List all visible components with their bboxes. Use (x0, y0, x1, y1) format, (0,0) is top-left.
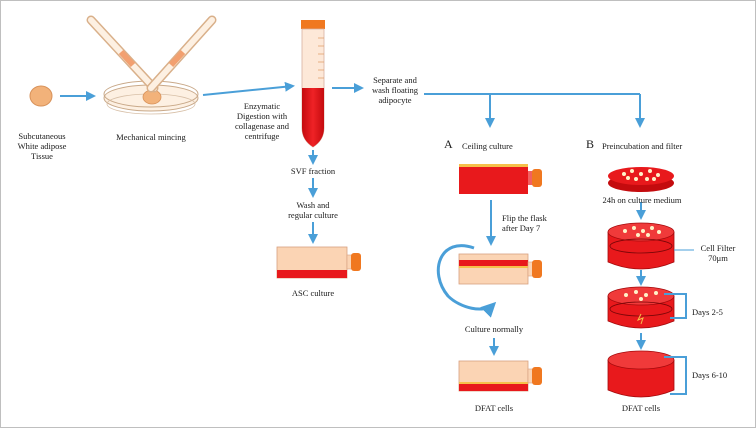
culture-normally-label: Culture normally (464, 324, 524, 334)
wash-label-line-2: regular culture (288, 210, 338, 220)
dfat-flask-icon (458, 360, 542, 392)
full-culture-well-icon (607, 350, 675, 398)
panel-a-letter: A (444, 137, 453, 151)
digestion-label-line-1: Enzymatic (243, 101, 281, 111)
filter-label-line-1: Cell Filter (700, 243, 736, 253)
digestion-label-line-4: centrifuge (244, 131, 280, 141)
digestion-label-line-3: collagenase and (234, 121, 290, 131)
tissue-label: Subcutaneous White adipose Tissue (5, 131, 79, 161)
culture-well-icon (607, 286, 675, 329)
days-2-5-label: Days 2-5 (692, 307, 723, 317)
mincing-label: Mechanical mincing (116, 132, 186, 142)
separate-label-line-2: wash floating (371, 85, 419, 95)
preincubation-label: Preincubation and filter (602, 141, 683, 151)
wash-label-line-1: Wash and (296, 200, 330, 210)
digestion-label: Enzymatic Digestion with collagenase and… (230, 101, 294, 141)
bracket-days-2-5 (664, 293, 687, 319)
flip-label-line-2: after Day 7 (502, 223, 541, 233)
asc-culture-flask-icon (276, 246, 361, 279)
separate-label: Separate and wash floating adipocyte (360, 75, 430, 105)
digestion-label-line-2: Digestion with (236, 111, 288, 121)
flipped-flask-icon (458, 253, 542, 285)
centrifuge-tube-icon (301, 20, 325, 148)
medium-label: 24h on culture medium (602, 195, 682, 205)
flip-label-line-1: Flip the flask (502, 213, 547, 223)
wash-label: Wash and regular culture (272, 200, 354, 220)
tissue-label-line-3: Tissue (31, 151, 53, 161)
scissors-icon (86, 15, 217, 93)
dfat-b-label: DFAT cells (621, 403, 661, 413)
filter-label-line-2: 70μm (708, 253, 728, 263)
svf-label: SVF fraction (290, 166, 336, 176)
dfat-a-label: DFAT cells (474, 403, 514, 413)
flip-label: Flip the flask after Day 7 (502, 213, 547, 233)
asc-label: ASC culture (291, 288, 335, 298)
arrow-mincing-to-digestion (202, 81, 295, 96)
culture-dish-icon (608, 167, 674, 192)
adipose-tissue-icon (29, 85, 53, 107)
rotate-arrow-icon (436, 244, 497, 318)
separate-label-line-3: adipocyte (378, 95, 412, 105)
separate-label-line-1: Separate and (373, 75, 417, 85)
cell-filter-icon (607, 222, 694, 270)
ceiling-label: Ceiling culture (462, 141, 513, 151)
bracket-days-6-10 (664, 356, 687, 395)
days-6-10-label: Days 6-10 (692, 370, 728, 380)
panel-b-letter: B (586, 137, 595, 151)
flow-arrows (60, 81, 687, 395)
tissue-label-line-2: White adipose (17, 141, 67, 151)
ceiling-culture-flask-icon (459, 164, 542, 194)
tissue-label-line-1: Subcutaneous (18, 131, 66, 141)
filter-label: Cell Filter 70μm (690, 243, 746, 263)
